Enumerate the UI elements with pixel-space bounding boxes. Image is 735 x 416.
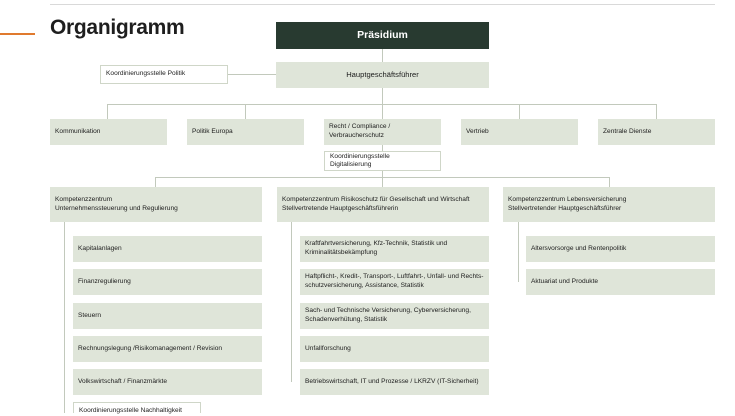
kompetenzzentrum-lebensversicherung: Kompetenzzentrum Lebensversicherung Stel…	[503, 187, 715, 222]
unit-steuern: Steuern	[73, 303, 262, 329]
unit-volkswirtschaft: Volkswirtschaft / Finanzmärkte	[73, 369, 262, 395]
unit-line: Sach- und Technische Versicherung, Cyber…	[305, 307, 471, 315]
unit-kapitalanlagen: Kapitalanlagen	[73, 236, 262, 262]
dept-zentrale-dienste: Zentrale Dienste	[598, 119, 715, 145]
connector	[518, 222, 519, 282]
unit-line: Schadenverhütung, Statistik	[305, 316, 388, 323]
unit-aktuariat: Aktuariat und Produkte	[526, 269, 715, 295]
connector	[155, 177, 156, 187]
unit-line: schutzversicherung, Assistance, Statisti…	[305, 282, 424, 289]
kompetenzzentrum-unternehmenssteuerung: Kompetenzzentrum Unternehmenssteuerung u…	[50, 187, 262, 222]
dept-kommunikation: Kommunikation	[50, 119, 167, 145]
kz-subtitle: Stellvertretender Hauptgeschäftsführer	[508, 204, 622, 212]
unit-unfallforschung: Unfallforschung	[300, 336, 489, 362]
top-divider	[50, 4, 715, 5]
unit-koordinierungsstelle-nachhaltigkeit: Koordinierungsstelle Nachhaltigkeit	[73, 402, 201, 414]
unit-betriebswirtschaft: Betriebswirtschaft, IT und Prozesse / LK…	[300, 369, 489, 395]
kz-title: Kompetenzzentrum Lebensversicherung	[508, 195, 627, 203]
connector	[291, 222, 292, 382]
connector	[519, 104, 520, 119]
kz-title: Kompetenzzentrum	[55, 195, 113, 203]
koord-digital-line-1: Koordinierungsstelle	[330, 153, 390, 161]
kompetenzzentrum-risikoschutz: Kompetenzzentrum Risikoschutz für Gesell…	[277, 187, 489, 222]
connector	[107, 104, 108, 119]
kz-subtitle: Unternehmenssteuerung und Regulierung	[55, 204, 178, 212]
connector	[382, 177, 383, 187]
kz-subtitle: Stellvertretende Hauptgeschäftsführerin	[282, 204, 399, 212]
connector	[382, 104, 383, 119]
connector	[107, 104, 656, 105]
praesidium-box: Präsidium	[276, 22, 489, 49]
unit-line: Kraftfahrtversicherung, Kfz-Technik, Sta…	[305, 240, 448, 248]
connector	[656, 104, 657, 119]
hauptgeschaeftsfuehrer-box: Hauptgeschäftsführer	[276, 62, 489, 88]
connector	[228, 74, 276, 75]
connector	[64, 222, 65, 413]
koord-digital-line-2: Digitalisierung	[330, 161, 372, 168]
kz-title: Kompetenzzentrum Risikoschutz für Gesell…	[282, 195, 470, 203]
unit-rechnungslegung: Rechnungslegung /Risikomanagement / Revi…	[73, 336, 262, 362]
unit-altersvorsorge: Altersvorsorge und Rentenpolitik	[526, 236, 715, 262]
dept-vertrieb: Vertrieb	[461, 119, 578, 145]
koordinierungsstelle-digitalisierung-box: Koordinierungsstelle Digitalisierung	[324, 151, 441, 171]
accent-bar	[0, 33, 35, 35]
unit-line: Haftpflicht-, Kredit-, Transport-, Luftf…	[305, 273, 484, 281]
unit-line: Kriminalitätsbekämpfung	[305, 249, 378, 256]
unit-finanzregulierung: Finanzregulierung	[73, 269, 262, 295]
connector	[245, 104, 246, 119]
unit-sachversicherung: Sach- und Technische Versicherung, Cyber…	[300, 303, 489, 329]
koordinierungsstelle-politik-box: Koordinierungsstelle Politik	[100, 65, 228, 84]
dept-politik-europa: Politik Europa	[187, 119, 304, 145]
dept-recht-compliance: Recht / Compliance / Verbraucherschutz	[324, 119, 441, 145]
connector	[382, 49, 383, 62]
page-title: Organigramm	[50, 16, 185, 39]
connector	[382, 88, 383, 104]
unit-kraftfahrtversicherung: Kraftfahrtversicherung, Kfz-Technik, Sta…	[300, 236, 489, 262]
unit-haftpflicht: Haftpflicht-, Kredit-, Transport-, Luftf…	[300, 269, 489, 295]
connector	[609, 177, 610, 187]
